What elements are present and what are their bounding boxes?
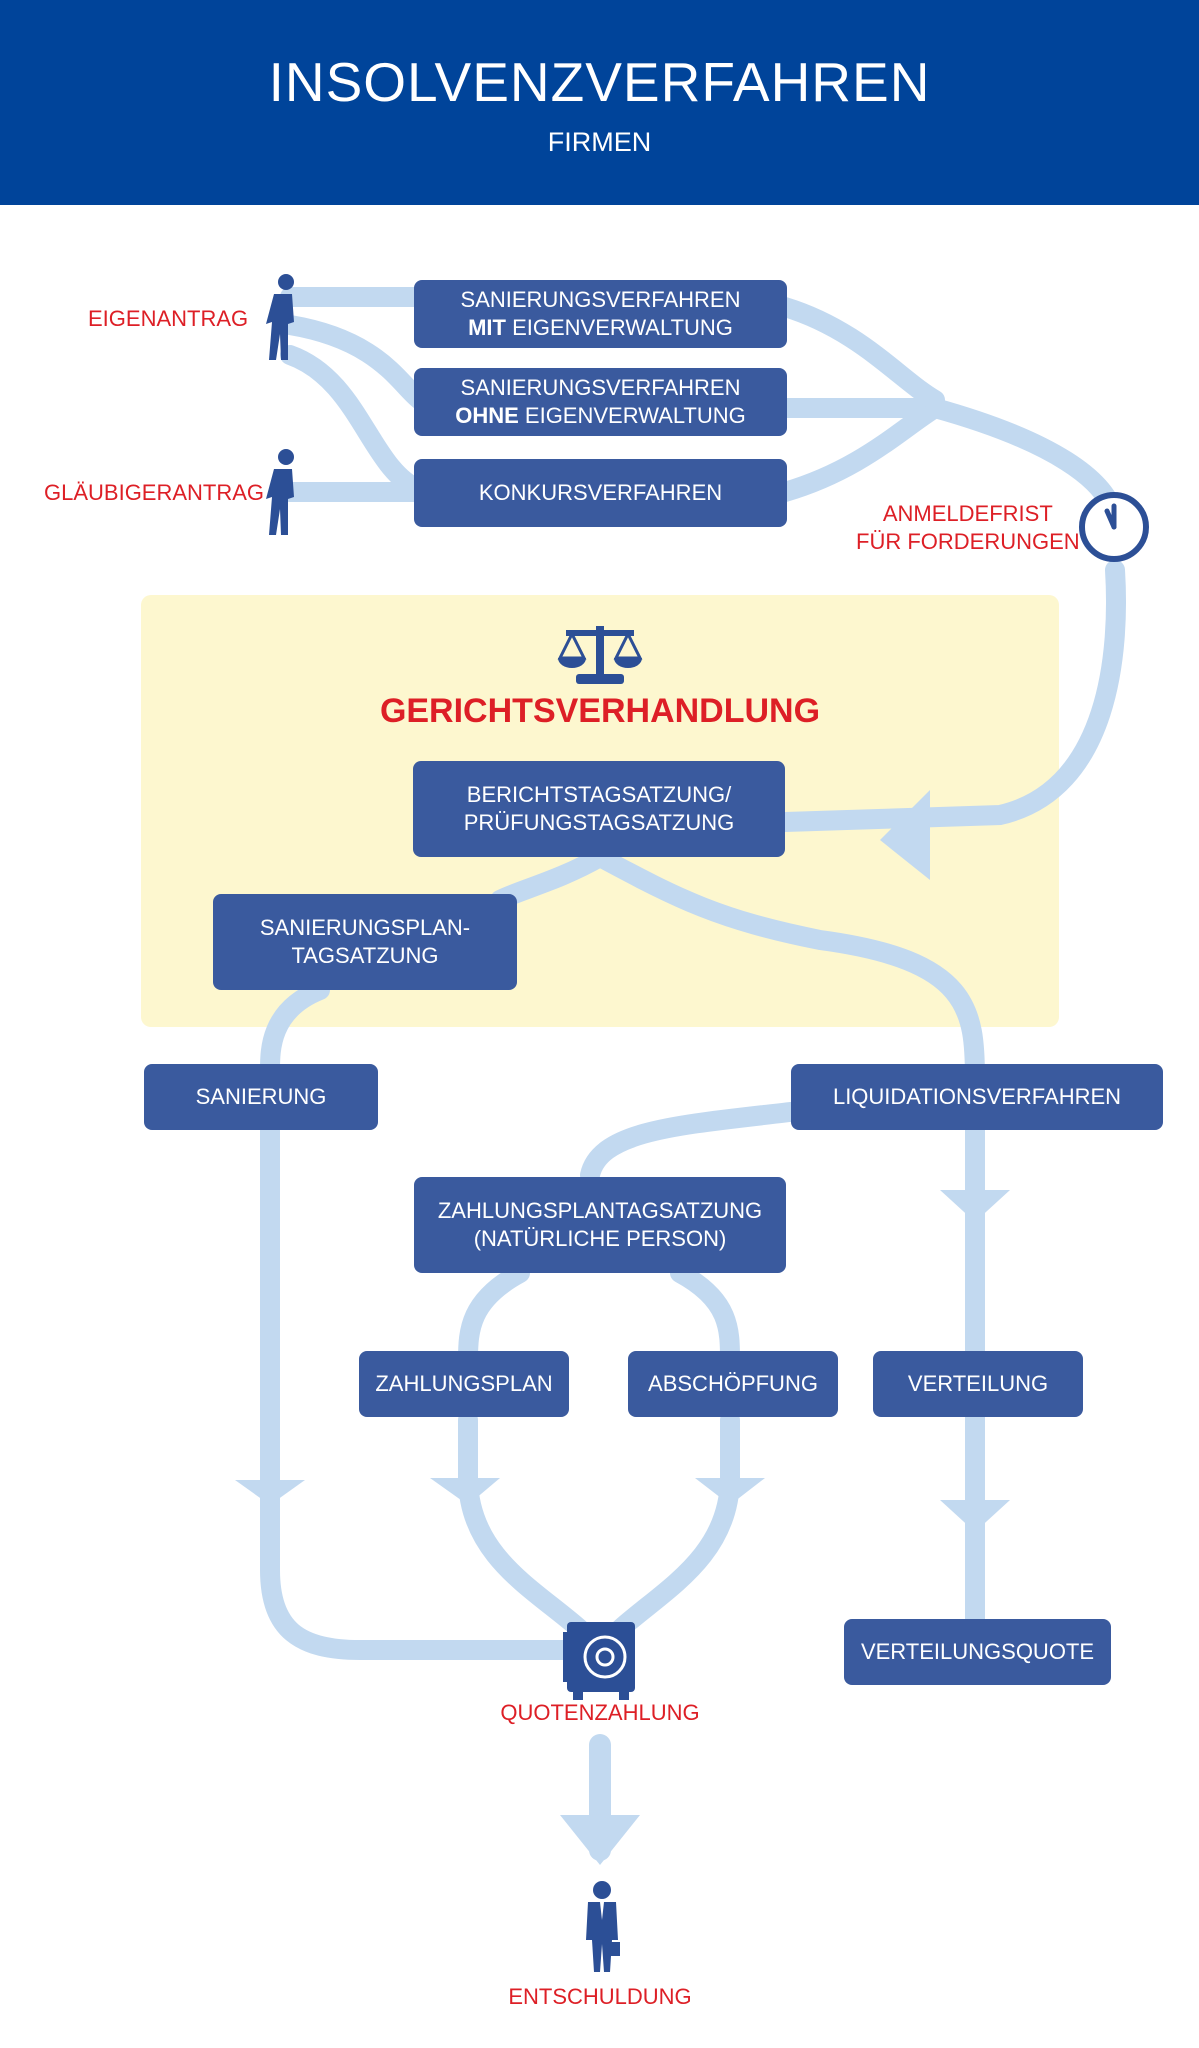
arrowhead-entschuldung (560, 1815, 640, 1865)
flow-mit-merge (775, 297, 945, 410)
arrowhead-verteilung (940, 1500, 1010, 1532)
flow-clock-bericht (775, 560, 1126, 832)
arrowhead-liquidation (940, 1190, 1010, 1222)
label-anmeldefrist: ANMELDEFRIST FÜR FORDERUNGEN (856, 500, 1080, 556)
box-sanierung-ohne-eigenverwaltung: SANIERUNGSVERFAHREN OHNE EIGENVERWALTUNG (414, 368, 787, 436)
label-glaeubigerantrag: GLÄUBIGERANTRAG (44, 480, 265, 505)
box-line: (NATÜRLICHE PERSON) (473, 1226, 727, 1251)
box-liquidationsverfahren: LIQUIDATIONSVERFAHREN (791, 1064, 1163, 1130)
header-banner: INSOLVENZVERFAHREN FIRMEN (0, 0, 1199, 205)
label-anmeldefrist-line2: FÜR FORDERUNGEN (856, 529, 1080, 554)
label-entschuldung: ENTSCHULDUNG (508, 1984, 692, 2009)
flow-sanierung-quote (260, 1120, 580, 1660)
box-sanierung: SANIERUNG (144, 1064, 378, 1130)
arrowhead-bericht (880, 790, 930, 880)
box-line: SANIERUNGSPLAN- (259, 915, 471, 940)
scales-of-justice-icon (557, 626, 643, 684)
walking-person-icon (266, 449, 294, 535)
box-verteilungsquote: VERTEILUNGSQUOTE (844, 1619, 1111, 1685)
label-eigenantrag: EIGENANTRAG (88, 306, 249, 331)
box-sanierung-mit-eigenverwaltung: SANIERUNGSVERFAHREN MIT EIGENVERWALTUNG (414, 280, 787, 348)
box-line: PRÜFUNGSTAGSATZUNG (463, 810, 735, 835)
flow-bericht-liquidation (590, 847, 985, 1090)
box-line: ZAHLUNGSPLANTAGSATZUNG (437, 1198, 763, 1223)
box-berichtstagsatzung: BERICHTSTAGSATZUNG/ PRÜFUNGSTAGSATZUNG (413, 761, 785, 857)
box-zahlungsplan: ZAHLUNGSPLAN (359, 1351, 569, 1417)
box-sanierungsplan-tagsatzung: SANIERUNGSPLAN- TAGSATZUNG (213, 894, 517, 990)
emphasis-mit: MIT (468, 315, 506, 340)
arrowhead-abschoepfung (695, 1478, 765, 1505)
box-line: OHNE EIGENVERWALTUNG (455, 402, 746, 430)
label-quotenzahlung: QUOTENZAHLUNG (500, 1700, 700, 1725)
box-line: SANIERUNGSVERFAHREN (460, 287, 741, 312)
flow-zpt-zahlungsplan (458, 1263, 530, 1370)
page-title: INSOLVENZVERFAHREN (268, 51, 931, 113)
flow-liq-zahlungsplantag (580, 1102, 800, 1185)
flow-zahlungsplan-quote (458, 1410, 610, 1660)
arrowhead-sanierung (235, 1480, 305, 1505)
box-line: SANIERUNGSVERFAHREN (460, 375, 741, 400)
flow-eigen-ohne (280, 315, 430, 410)
box-abschoepfung: ABSCHÖPFUNG (628, 1351, 838, 1417)
arrowhead-zahlungsplan (430, 1478, 500, 1505)
flow-abschoepfung-quote (590, 1410, 740, 1660)
flow-sanplan-sanierung (260, 980, 330, 1080)
box-line: TAGSATZUNG (291, 943, 439, 968)
flow-bericht-sanplan (490, 847, 610, 910)
box-line-rest: EIGENVERWALTUNG (518, 403, 746, 428)
label-anmeldefrist-line1: ANMELDEFRIST (882, 501, 1053, 526)
box-line: BERICHTSTAGSATZUNG/ (466, 782, 732, 807)
flow-eigen-konkurs (280, 345, 430, 500)
label-gerichtsverhandlung: GERICHTSVERHANDLUNG (379, 692, 821, 730)
box-verteilung: VERTEILUNG (873, 1351, 1083, 1417)
flow-zpt-abschoepfung (670, 1263, 740, 1370)
flow-konkurs-merge (775, 398, 945, 502)
emphasis-ohne: OHNE (455, 403, 519, 428)
box-zahlungsplantagsatzung: ZAHLUNGSPLANTAGSATZUNG (NATÜRLICHE PERSO… (414, 1177, 786, 1273)
businessman-icon (586, 1881, 620, 1972)
walking-person-icon (266, 274, 294, 360)
page-subtitle: FIRMEN (547, 127, 652, 157)
box-konkursverfahren: KONKURSVERFAHREN (414, 459, 787, 527)
safe-icon (563, 1622, 635, 1700)
box-line: MIT EIGENVERWALTUNG (468, 314, 733, 342)
box-line-rest: EIGENVERWALTUNG (505, 315, 733, 340)
clock-icon (1079, 492, 1149, 562)
